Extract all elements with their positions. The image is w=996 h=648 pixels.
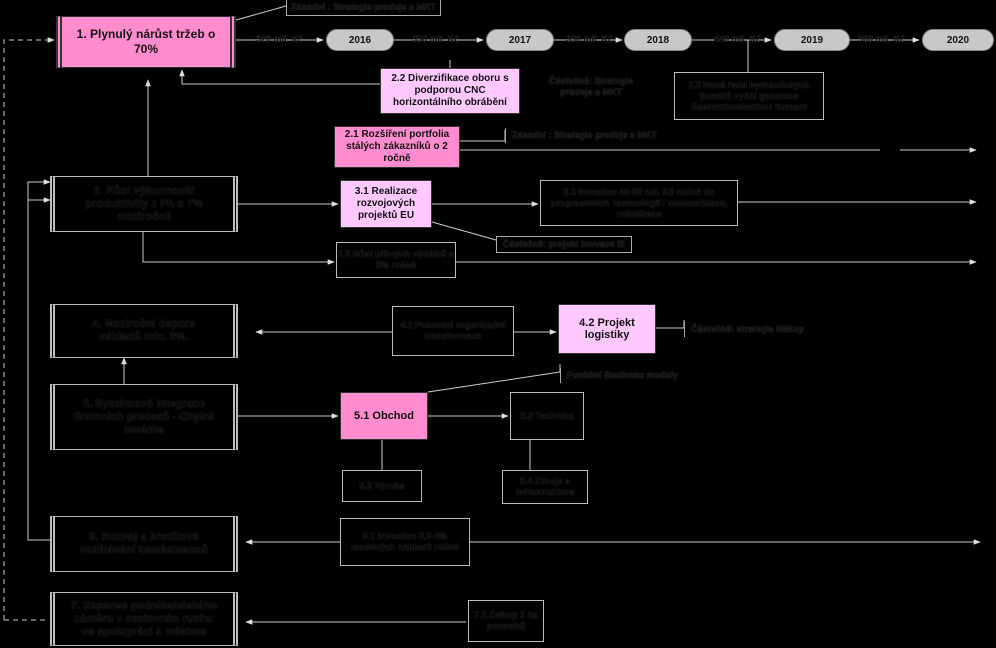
note-21: Zásadní : Strategie prodeje a MKT: [505, 128, 663, 143]
action-2-3-box: 2.3 Nová řada hydraulických tlumičů vyšš…: [674, 72, 824, 120]
goal-3-box: 3. Růst výkonnosti/ produktivity z Ph o …: [50, 176, 238, 232]
year-2017: 2017: [486, 29, 554, 51]
amount-2018: 390 mil. Kč: [566, 34, 614, 44]
amount-2017: 350 mil. Kč: [412, 34, 460, 44]
note-22: Částečně: Strategie prodeje a MKT: [548, 76, 634, 97]
goal-6-label: 6. Rozvoj a kreditové vzdělávání zaměstn…: [79, 531, 209, 556]
action-3-2-box: 3.2 Růst přímých výdělků o 5% ročně: [336, 242, 456, 278]
year-2016: 2016: [326, 29, 394, 51]
goal-7-label: 7. Expanze podnikatelského záměru v cest…: [70, 599, 218, 638]
action-5-2-box: 5.2 Technika: [510, 392, 584, 440]
note-5: Funkční Business modely: [560, 368, 684, 383]
note-31: Částečně: projekt Inovace III: [496, 236, 632, 253]
amount-2016: 320 mil. Kč: [256, 34, 304, 44]
year-2020: 2020: [922, 29, 994, 51]
note-top: Zásadní : Strategie prodeje a MKT: [286, 0, 442, 16]
action-6-1-box: 6.1 Investice 3,5-4% mzdových nákladů ro…: [340, 518, 470, 566]
action-2-1-box: 2.1 Rozšíření portfolia stálých zákazník…: [334, 126, 460, 168]
goal-4-label: 4. Meziroční úspora nákladů min. 3%.: [92, 318, 196, 343]
action-3-3-box: 3.3 Investice 40-50 mil. Kč ročně do pro…: [540, 180, 738, 226]
goal-6-box: 6. Rozvoj a kreditové vzdělávání zaměstn…: [50, 516, 238, 572]
action-3-1-box: 3.1 Realizace rozvojových projektů EU: [340, 180, 432, 228]
action-7-1-box: 7.1.Odkup 3 ha pozemků: [468, 600, 544, 642]
year-2019: 2019: [774, 29, 850, 51]
action-5-3-box: 5.3 Výroba: [342, 470, 422, 502]
action-5-1-box: 5.1 Obchod: [340, 392, 428, 440]
goal-3-label: 3. Růst výkonnosti/ produktivity z Ph o …: [85, 184, 203, 223]
action-4-1-box: 4.1 Procesní organizační transformace: [392, 306, 514, 356]
action-4-2-box: 4.2 Projekt logistiky: [558, 304, 656, 354]
goal-1-label: 1. Plynulý nárůst tržeb o 70%: [76, 27, 216, 56]
amount-2019: 440 mil. Kč: [714, 34, 762, 44]
goal-1-box: 1. Plynulý nárůst tržeb o 70%: [56, 16, 236, 68]
goal-7-box: 7. Expanze podnikatelského záměru v cest…: [50, 592, 238, 646]
action-5-4-box: 5.4 Zdroje a infrastruktura: [502, 470, 588, 504]
note-42: Částečně: strategie Nákup: [684, 322, 810, 337]
goal-4-box: 4. Meziroční úspora nákladů min. 3%.: [50, 304, 238, 358]
action-2-2-box: 2.2 Diverzifikace oboru s podporou CNC h…: [380, 68, 520, 114]
amount-2020: 500 mil. Kč: [858, 34, 906, 44]
goal-5-box: 5. Systémová integrace firemních procesů…: [50, 384, 238, 450]
goal-5-label: 5. Systémová integrace firemních procesů…: [74, 397, 214, 436]
year-2018: 2018: [624, 29, 692, 51]
